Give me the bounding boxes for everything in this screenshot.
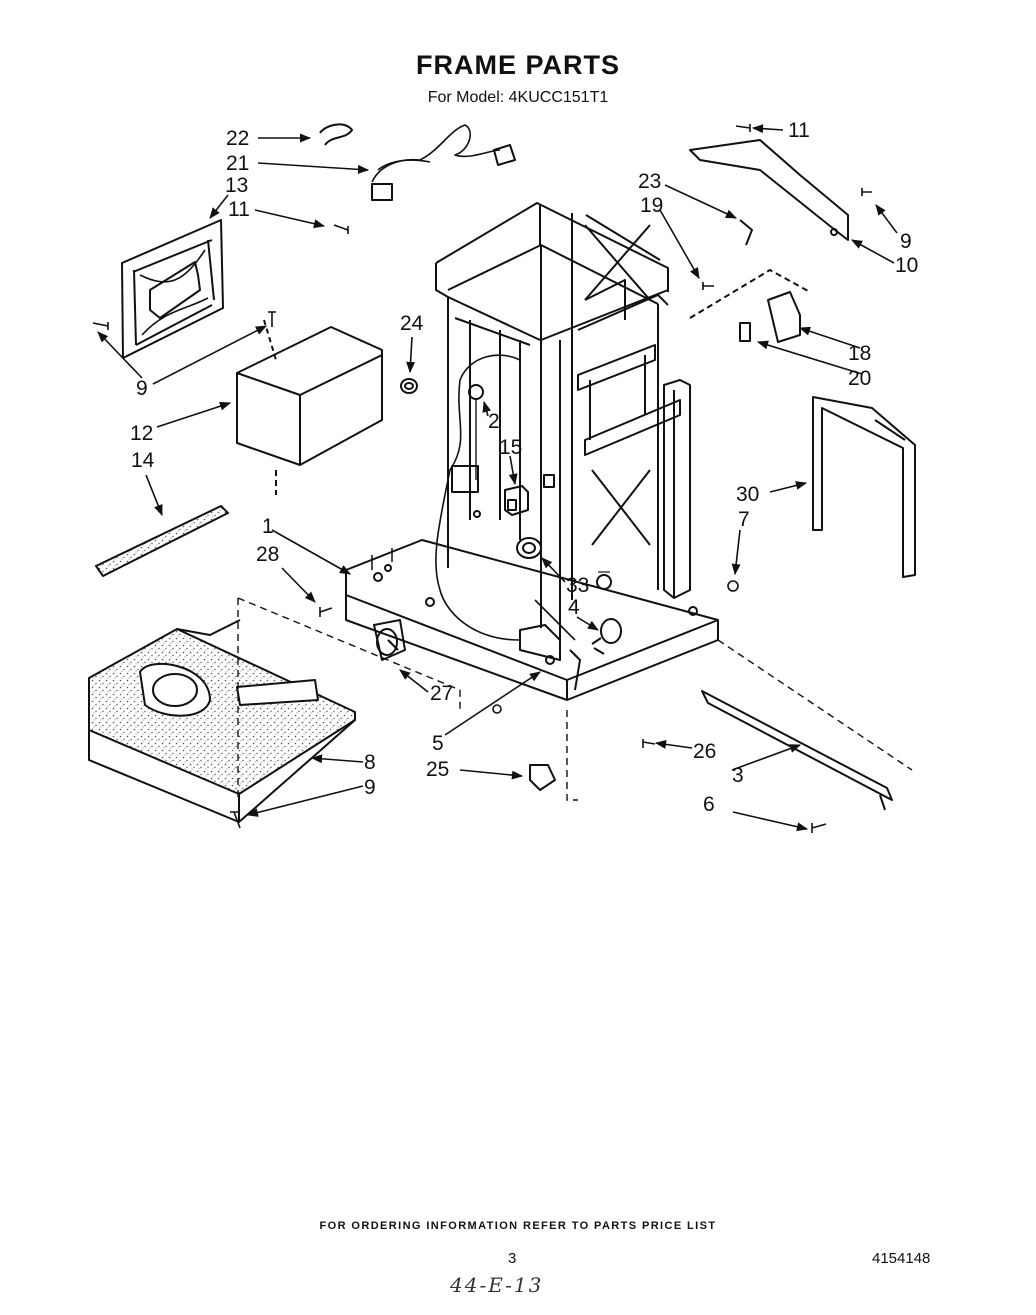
callout-11-right: 11 [788, 119, 810, 142]
part-4-solenoid [591, 618, 622, 655]
callout-9-bottom: 9 [364, 776, 376, 799]
callout-1: 1 [262, 515, 274, 538]
part-33-bushing [516, 537, 542, 559]
callout-13: 13 [225, 174, 248, 197]
part-24-grommet [400, 378, 418, 394]
part-12-cover [236, 319, 383, 495]
callout-9-left: 9 [136, 377, 148, 400]
callout-33: 33 [566, 574, 589, 597]
callout-5: 5 [432, 732, 444, 755]
part-25-clip [529, 764, 556, 791]
screws [92, 124, 872, 833]
part-3-rail [701, 690, 893, 811]
part-30-frame [812, 396, 916, 578]
callout-25: 25 [426, 758, 449, 781]
ordering-info-note: FOR ORDERING INFORMATION REFER TO PARTS … [319, 1220, 717, 1232]
part-15-switch [504, 485, 529, 516]
callout-14: 14 [131, 449, 155, 472]
callout-9-right: 9 [900, 230, 912, 253]
leader-lines [97, 124, 898, 832]
assembly-guides [237, 597, 913, 801]
callout-15: 15 [499, 436, 522, 459]
callout-28: 28 [256, 543, 279, 566]
callout-12: 12 [130, 422, 153, 445]
part-27-motor [373, 619, 406, 661]
part-13-panel [121, 219, 224, 359]
callout-26: 26 [693, 740, 716, 763]
callout-27: 27 [430, 682, 453, 705]
callout-labels: 22 21 13 11 9 12 14 24 1 28 8 9 27 5 25 … [130, 119, 918, 816]
callout-7: 7 [738, 508, 750, 531]
part-22-clamp [319, 123, 353, 146]
part-14-strip [95, 505, 229, 577]
base-pan [345, 539, 719, 701]
part-21-power-cord [371, 124, 516, 201]
part-10-bracket [689, 139, 849, 241]
callout-11-left: 11 [228, 198, 250, 221]
part-18-control [689, 269, 811, 343]
callout-24: 24 [400, 312, 424, 335]
callout-18: 18 [848, 342, 871, 365]
callout-3: 3 [732, 764, 744, 787]
callout-6: 6 [703, 793, 715, 816]
handwritten-note: 44-E-13 [450, 1273, 544, 1297]
document-number: 4154148 [872, 1250, 931, 1267]
callout-10: 10 [895, 254, 918, 277]
callout-19: 19 [640, 194, 663, 217]
callout-8: 8 [364, 751, 376, 774]
callout-20: 20 [848, 367, 871, 390]
model-subtitle: For Model: 4KUCC151T1 [427, 89, 609, 106]
callout-2: 2 [488, 410, 500, 433]
part-8-insulation [88, 619, 356, 823]
page-number: 3 [508, 1250, 517, 1267]
callout-22: 22 [226, 127, 249, 150]
page-title: FRAME PARTS [416, 50, 620, 80]
cabinet-frame [435, 202, 691, 641]
callout-23: 23 [638, 170, 661, 193]
callout-21: 21 [226, 152, 249, 175]
callout-30: 30 [736, 483, 759, 506]
part-23-part [739, 219, 753, 246]
callout-4: 4 [568, 596, 580, 619]
